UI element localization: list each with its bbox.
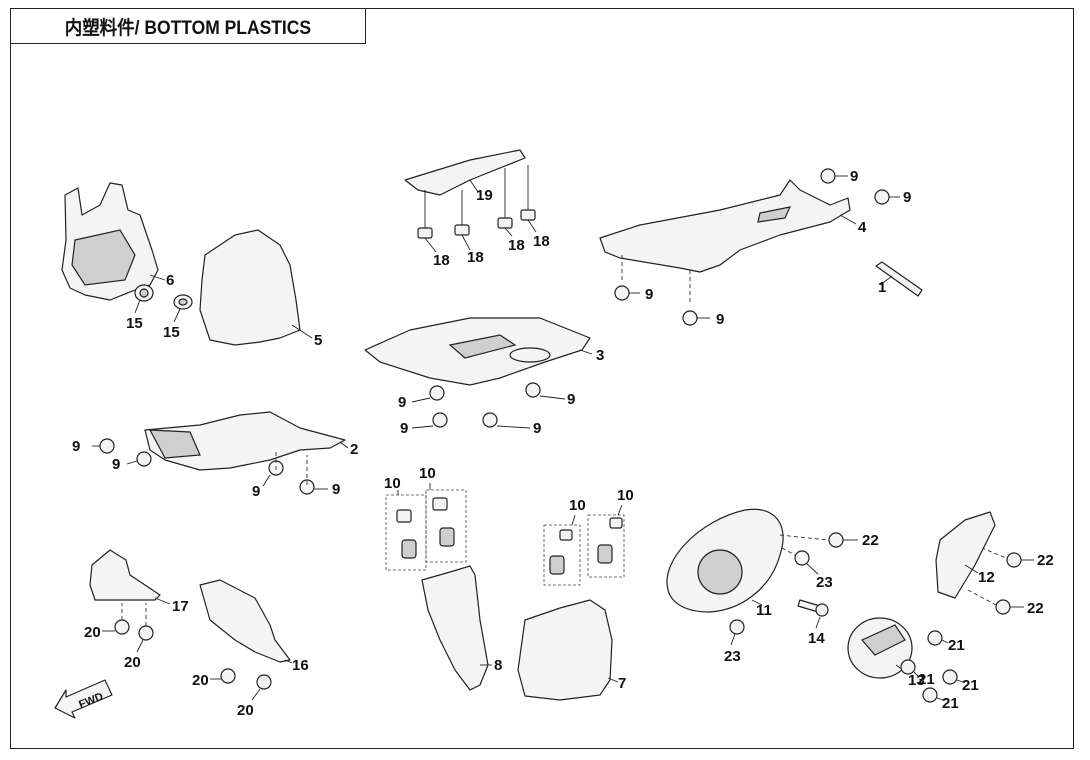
part-23-bolts bbox=[729, 547, 819, 646]
callout-12: 12 bbox=[978, 569, 995, 586]
callout-21-c: 21 bbox=[962, 677, 979, 694]
callout-18-c: 18 bbox=[508, 237, 525, 254]
part-22-grommets bbox=[779, 532, 1034, 615]
callout-22-b: 22 bbox=[1037, 552, 1054, 569]
callout-labels: 1 2 3 4 5 6 7 8 9 9 9 9 9 9 9 9 9 9 9 9 … bbox=[72, 168, 1054, 719]
part-20-bolts bbox=[102, 603, 272, 701]
callout-9-k: 9 bbox=[252, 483, 260, 500]
callout-9-j: 9 bbox=[112, 456, 120, 473]
part-8-duct bbox=[421, 565, 492, 691]
callout-21-b: 21 bbox=[918, 671, 935, 688]
callout-6: 6 bbox=[166, 272, 174, 289]
callout-2: 2 bbox=[350, 441, 358, 458]
fwd-arrow-icon: FWD bbox=[54, 679, 113, 719]
part-11-belt-cover bbox=[666, 508, 784, 613]
page-title: 内塑料件/ BOTTOM PLASTICS bbox=[64, 17, 312, 39]
part-1-strap bbox=[875, 261, 923, 297]
part-12-cover bbox=[935, 511, 996, 599]
part-14-bolt bbox=[797, 599, 829, 629]
callout-15-a: 15 bbox=[126, 315, 143, 332]
callout-3: 3 bbox=[596, 347, 604, 364]
callout-9-g: 9 bbox=[533, 420, 541, 437]
callout-4: 4 bbox=[858, 219, 867, 236]
part-15-grommet-a bbox=[134, 284, 154, 314]
callout-14: 14 bbox=[808, 630, 825, 647]
part-2-skid-plate bbox=[144, 411, 349, 471]
part-9-bolts-part4 bbox=[614, 168, 900, 326]
part-9-bolts-part3 bbox=[411, 382, 566, 429]
part-16-bracket bbox=[199, 579, 293, 664]
callout-23-a: 23 bbox=[816, 574, 833, 591]
part-21-bolts bbox=[900, 630, 964, 703]
callout-16: 16 bbox=[292, 657, 309, 674]
part-4-skid-plate bbox=[599, 179, 857, 305]
part-10-clip-group-d bbox=[587, 504, 625, 578]
part-13-round-cover bbox=[847, 617, 913, 679]
callout-20-d: 20 bbox=[237, 702, 254, 719]
callout-13: 13 bbox=[908, 672, 925, 689]
callout-1: 1 bbox=[878, 279, 886, 296]
callout-9-h: 9 bbox=[567, 391, 575, 408]
callout-10-d: 10 bbox=[617, 487, 634, 504]
part-18-clips bbox=[417, 165, 537, 253]
callout-23-b: 23 bbox=[724, 648, 741, 665]
part-9-bolts-part2 bbox=[92, 438, 328, 495]
callout-5: 5 bbox=[314, 332, 322, 349]
part-19-bracket bbox=[404, 149, 526, 196]
callout-9-f: 9 bbox=[400, 420, 408, 437]
callout-9-l: 9 bbox=[332, 481, 340, 498]
callout-22-c: 22 bbox=[1027, 600, 1044, 617]
callout-18-a: 18 bbox=[433, 252, 450, 269]
callout-10-c: 10 bbox=[569, 497, 586, 514]
callout-21-d: 21 bbox=[942, 695, 959, 712]
callout-20-a: 20 bbox=[84, 624, 101, 641]
callout-17: 17 bbox=[172, 598, 189, 615]
callout-15-b: 15 bbox=[163, 324, 180, 341]
diagram-frame bbox=[10, 8, 1074, 749]
callout-10-a: 10 bbox=[384, 475, 401, 492]
callout-21-a: 21 bbox=[948, 637, 965, 654]
callout-20-b: 20 bbox=[124, 654, 141, 671]
part-10-clip-group-c bbox=[543, 514, 581, 586]
callout-22-a: 22 bbox=[862, 532, 879, 549]
part-10-clip-group-b bbox=[425, 483, 467, 563]
callout-18-d: 18 bbox=[533, 233, 550, 250]
callout-20-c: 20 bbox=[192, 672, 209, 689]
callout-9-c: 9 bbox=[645, 286, 653, 303]
part-5-shroud bbox=[199, 229, 313, 346]
part-3-skid-plate bbox=[364, 317, 593, 386]
callout-19: 19 bbox=[476, 187, 493, 204]
callout-7: 7 bbox=[618, 675, 626, 692]
callout-9-e: 9 bbox=[398, 394, 406, 411]
part-6-shroud bbox=[61, 182, 166, 301]
callout-9-d: 9 bbox=[716, 311, 724, 328]
part-15-grommet-b bbox=[173, 294, 193, 323]
callout-8: 8 bbox=[494, 657, 502, 674]
part-7-duct bbox=[517, 599, 619, 701]
part-10-clip-group-a bbox=[385, 490, 427, 571]
callout-9-i: 9 bbox=[72, 438, 80, 455]
title-box: 内塑料件/ BOTTOM PLASTICS bbox=[10, 8, 366, 44]
callout-11: 11 bbox=[756, 602, 772, 619]
part-17-bracket bbox=[89, 549, 171, 605]
callout-10-b: 10 bbox=[419, 465, 436, 482]
callout-9-b: 9 bbox=[903, 189, 911, 206]
callout-18-b: 18 bbox=[467, 249, 484, 266]
callout-9-a: 9 bbox=[850, 168, 858, 185]
